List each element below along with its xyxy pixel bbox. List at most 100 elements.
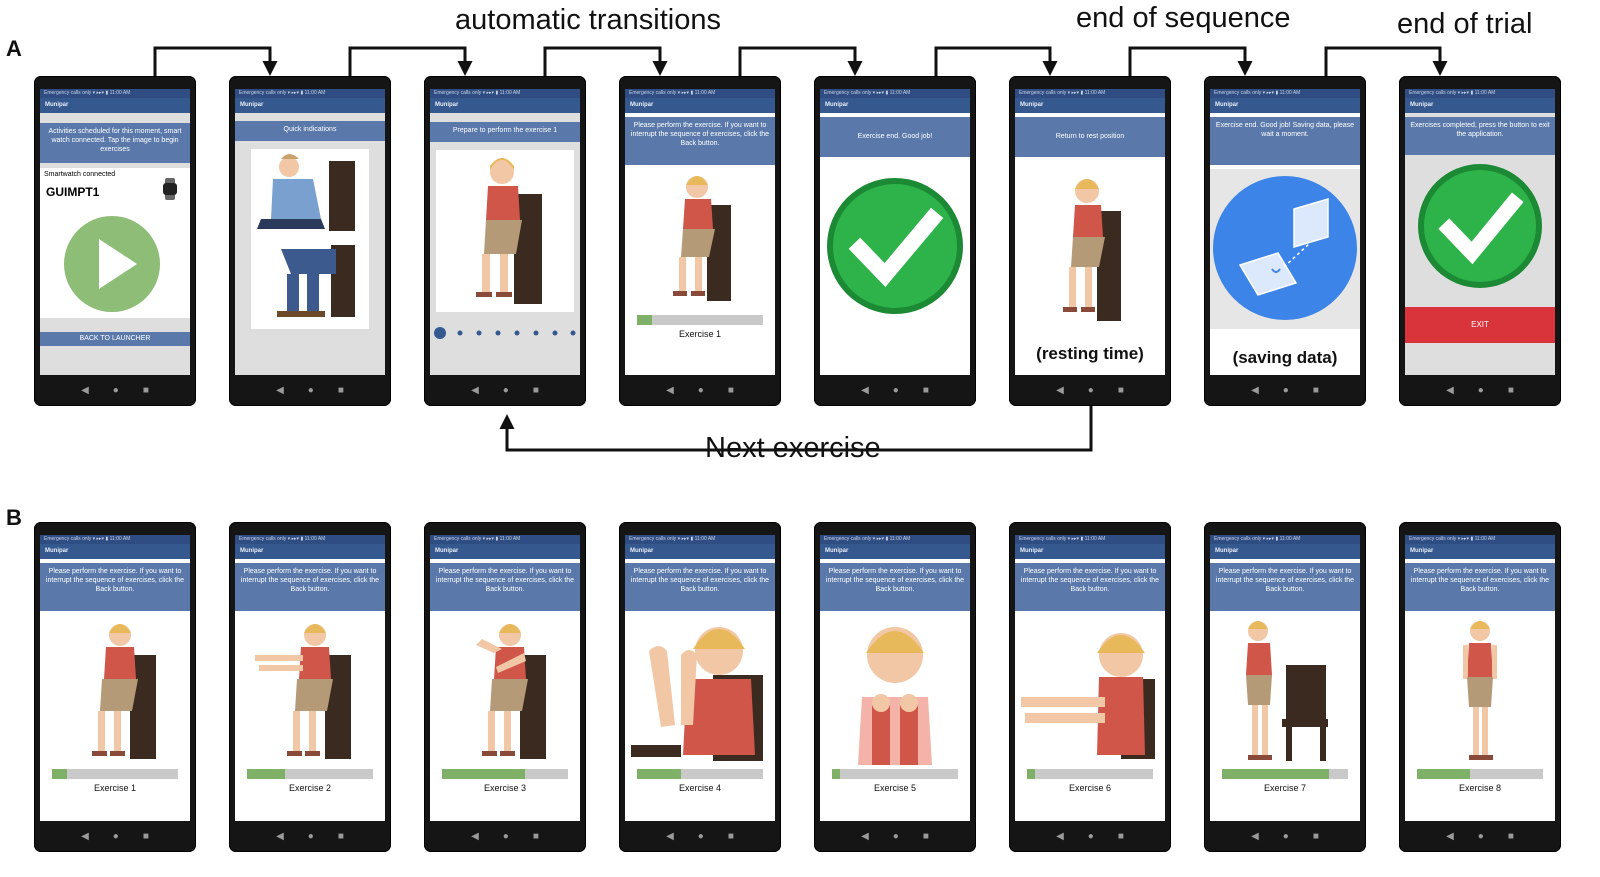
home-icon[interactable]: ● xyxy=(1282,384,1289,396)
app-title: Munipar xyxy=(40,544,190,559)
recents-icon[interactable]: ■ xyxy=(1117,384,1124,396)
recents-icon[interactable]: ■ xyxy=(1507,830,1514,842)
play-icon[interactable] xyxy=(62,214,162,314)
instruction-message: Please perform the exercise. If you want… xyxy=(625,117,775,165)
instruction-message: Please perform the exercise. If you want… xyxy=(1405,563,1555,611)
back-icon[interactable]: ◀ xyxy=(666,830,674,842)
recents-icon[interactable]: ■ xyxy=(1117,830,1124,842)
back-icon[interactable]: ◀ xyxy=(1056,830,1064,842)
back-to-launcher-button[interactable]: BACK TO LAUNCHER xyxy=(40,332,190,346)
recents-icon[interactable]: ■ xyxy=(922,384,929,396)
saving-data-caption: (saving data) xyxy=(1232,348,1338,367)
home-icon[interactable]: ● xyxy=(112,384,119,396)
home-icon[interactable]: ● xyxy=(1282,830,1289,842)
home-icon[interactable]: ● xyxy=(892,830,899,842)
back-icon[interactable]: ◀ xyxy=(81,384,89,396)
home-icon[interactable]: ● xyxy=(502,830,509,842)
app-title: Munipar xyxy=(1405,544,1555,559)
recents-icon[interactable]: ■ xyxy=(1312,830,1319,842)
exercise-illustration xyxy=(1021,615,1159,765)
home-icon[interactable]: ● xyxy=(1087,830,1094,842)
exit-button[interactable]: EXIT xyxy=(1405,307,1555,343)
nav-bar: ◀ ● ■ xyxy=(619,826,781,846)
back-icon[interactable]: ◀ xyxy=(1446,384,1454,396)
screen-saving-data: Emergency calls only ▾ ▸▸▾ ▮ 11:00 AM Mu… xyxy=(1210,89,1360,375)
instruction-message: Please perform the exercise. If you want… xyxy=(430,563,580,611)
home-icon[interactable]: ● xyxy=(112,830,119,842)
back-icon[interactable]: ◀ xyxy=(276,830,284,842)
status-bar: Emergency calls only ▾ ▸▸▾ ▮ 11:00 AM xyxy=(235,89,385,98)
smartwatch-label: Smartwatch connected xyxy=(44,171,116,178)
seated-woman-illustration xyxy=(476,158,542,304)
back-icon[interactable]: ◀ xyxy=(81,830,89,842)
home-icon[interactable]: ● xyxy=(1477,384,1484,396)
seated-woman-illustration xyxy=(673,176,731,301)
instruction-message: Exercises completed, press the button to… xyxy=(1405,117,1555,155)
nav-bar: ◀ ● ■ xyxy=(424,826,586,846)
status-bar: Emergency calls only ▾ ▸▸▾ ▮ 11:00 AM xyxy=(820,89,970,98)
screen-exercise: Emergency calls only ▾ ▸▸▾ ▮ 11:00 AM Mu… xyxy=(820,535,970,821)
recents-icon[interactable]: ■ xyxy=(1507,384,1514,396)
home-icon[interactable]: ● xyxy=(502,384,509,396)
recents-icon[interactable]: ■ xyxy=(142,830,149,842)
home-icon[interactable]: ● xyxy=(892,384,899,396)
app-title: Munipar xyxy=(820,98,970,113)
nav-bar: ◀ ● ■ xyxy=(1204,826,1366,846)
instruction-message: Please perform the exercise. If you want… xyxy=(1210,563,1360,611)
recents-icon[interactable]: ■ xyxy=(532,830,539,842)
nav-bar: ◀ ● ■ xyxy=(1009,380,1171,400)
instruction-message: Exercise end. Good job! Saving data, ple… xyxy=(1210,117,1360,165)
home-icon[interactable]: ● xyxy=(697,830,704,842)
exercise-progress xyxy=(247,769,373,779)
back-icon[interactable]: ◀ xyxy=(1446,830,1454,842)
page-dots xyxy=(434,327,576,339)
status-bar: Emergency calls only ▾ ▸▸▾ ▮ 11:00 AM xyxy=(1015,89,1165,98)
instruction-message: Please perform the exercise. If you want… xyxy=(820,563,970,611)
back-icon[interactable]: ◀ xyxy=(471,830,479,842)
back-icon[interactable]: ◀ xyxy=(861,830,869,842)
phone-a3: Emergency calls only ▾ ▸▸▾ ▮ 11:00 AM Mu… xyxy=(424,76,586,406)
saving-data-icon xyxy=(1213,176,1357,320)
back-icon[interactable]: ◀ xyxy=(471,384,479,396)
home-icon[interactable]: ● xyxy=(1087,384,1094,396)
recents-icon[interactable]: ■ xyxy=(142,384,149,396)
status-bar: Emergency calls only ▾ ▸▸▾ ▮ 11:00 AM xyxy=(625,89,775,98)
nav-bar: ◀ ● ■ xyxy=(229,826,391,846)
recents-icon[interactable]: ■ xyxy=(727,384,734,396)
exercise-progress xyxy=(1222,769,1348,779)
recents-icon[interactable]: ■ xyxy=(337,384,344,396)
screen-perform-exercise: Emergency calls only ▾ ▸▸▾ ▮ 11:00 AM Mu… xyxy=(625,89,775,375)
check-icon xyxy=(1418,164,1542,288)
app-title: Munipar xyxy=(1015,544,1165,559)
back-icon[interactable]: ◀ xyxy=(666,384,674,396)
exercise-figure xyxy=(858,627,932,765)
home-icon[interactable]: ● xyxy=(697,384,704,396)
recents-icon[interactable]: ■ xyxy=(337,830,344,842)
back-icon[interactable]: ◀ xyxy=(861,384,869,396)
back-icon[interactable]: ◀ xyxy=(1056,384,1064,396)
home-icon[interactable]: ● xyxy=(307,830,314,842)
back-icon[interactable]: ◀ xyxy=(1251,830,1259,842)
recents-icon[interactable]: ■ xyxy=(532,384,539,396)
exercise-figure xyxy=(255,624,351,759)
back-icon[interactable]: ◀ xyxy=(276,384,284,396)
status-bar: Emergency calls only ▾ ▸▸▾ ▮ 11:00 AM xyxy=(40,535,190,544)
back-icon[interactable]: ◀ xyxy=(1251,384,1259,396)
arrow-7-8 xyxy=(1324,46,1448,76)
exercise-label: Exercise 2 xyxy=(288,783,332,793)
exercise-figure xyxy=(476,624,546,759)
exercise-phone-2: Emergency calls only ▾ ▸▸▾ ▮ 11:00 AM Mu… xyxy=(229,522,391,852)
home-icon[interactable]: ● xyxy=(307,384,314,396)
nav-bar: ◀ ● ■ xyxy=(34,826,196,846)
instruction-message: Please perform the exercise. If you want… xyxy=(40,563,190,611)
home-icon[interactable]: ● xyxy=(1477,830,1484,842)
exercise-illustration xyxy=(46,615,184,765)
panel-b-letter: B xyxy=(6,505,22,530)
app-title: Munipar xyxy=(40,98,190,113)
phone-a1: Emergency calls only ▾ ▸▸▾ ▮ 11:00 AM Mu… xyxy=(34,76,196,406)
recents-icon[interactable]: ■ xyxy=(922,830,929,842)
recents-icon[interactable]: ■ xyxy=(727,830,734,842)
screen-exercises-completed: Emergency calls only ▾ ▸▸▾ ▮ 11:00 AM Mu… xyxy=(1405,89,1555,375)
exercise-illustration xyxy=(1216,615,1354,765)
recents-icon[interactable]: ■ xyxy=(1312,384,1319,396)
